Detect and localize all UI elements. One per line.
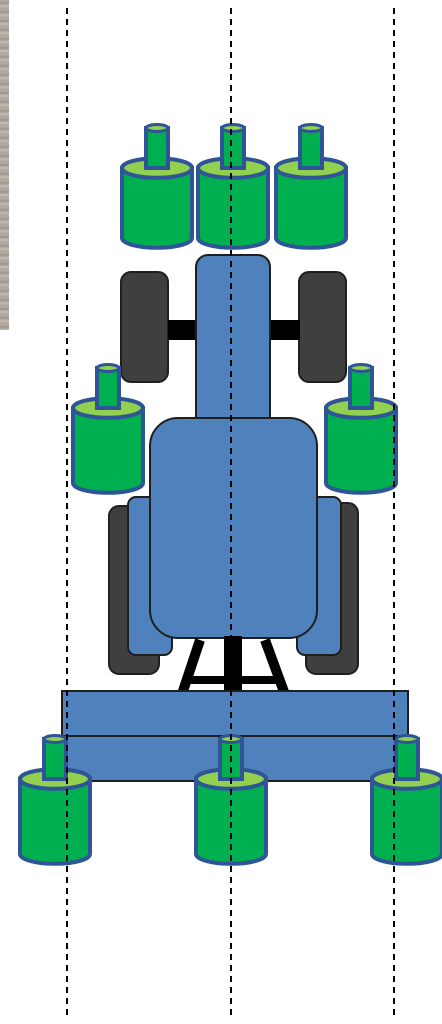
sprayer-nozzle bbox=[300, 128, 322, 168]
wheel-icon bbox=[299, 272, 346, 382]
sprayer-body bbox=[73, 408, 143, 493]
sprayer-nozzle bbox=[146, 128, 168, 168]
sprayer-body bbox=[372, 779, 442, 864]
sprayer-nozzle-top bbox=[396, 736, 418, 743]
boom-top bbox=[62, 691, 408, 736]
sprayer-body bbox=[198, 168, 268, 248]
sprayer-unit-icon bbox=[122, 125, 192, 248]
sprayer-nozzle bbox=[350, 368, 372, 408]
sprayer-body bbox=[276, 168, 346, 248]
sprayer-unit-icon bbox=[326, 365, 396, 493]
hood bbox=[196, 255, 270, 435]
axle-left bbox=[168, 320, 198, 340]
wheel-icon bbox=[121, 272, 168, 382]
sprayer-nozzle-top bbox=[350, 365, 372, 372]
sprayer-unit-icon bbox=[73, 365, 143, 493]
sprayer-unit-icon bbox=[198, 125, 268, 248]
sprayer-nozzle-top bbox=[44, 736, 66, 743]
sprayer-nozzle-top bbox=[97, 365, 119, 372]
sprayer-nozzle-top bbox=[222, 125, 244, 132]
sprayer-nozzle bbox=[222, 128, 244, 168]
sprayer-nozzle bbox=[396, 739, 418, 779]
sprayer-nozzle-top bbox=[300, 125, 322, 132]
sprayer-body bbox=[326, 408, 396, 493]
sprayer-unit-icon bbox=[276, 125, 346, 248]
cab bbox=[150, 418, 317, 638]
sprayer-body bbox=[122, 168, 192, 248]
axle-right bbox=[270, 320, 300, 340]
sprayer-body bbox=[20, 779, 90, 864]
sprayer-nozzle bbox=[97, 368, 119, 408]
sprayer-nozzle-top bbox=[146, 125, 168, 132]
sprayer-nozzle bbox=[44, 739, 66, 779]
